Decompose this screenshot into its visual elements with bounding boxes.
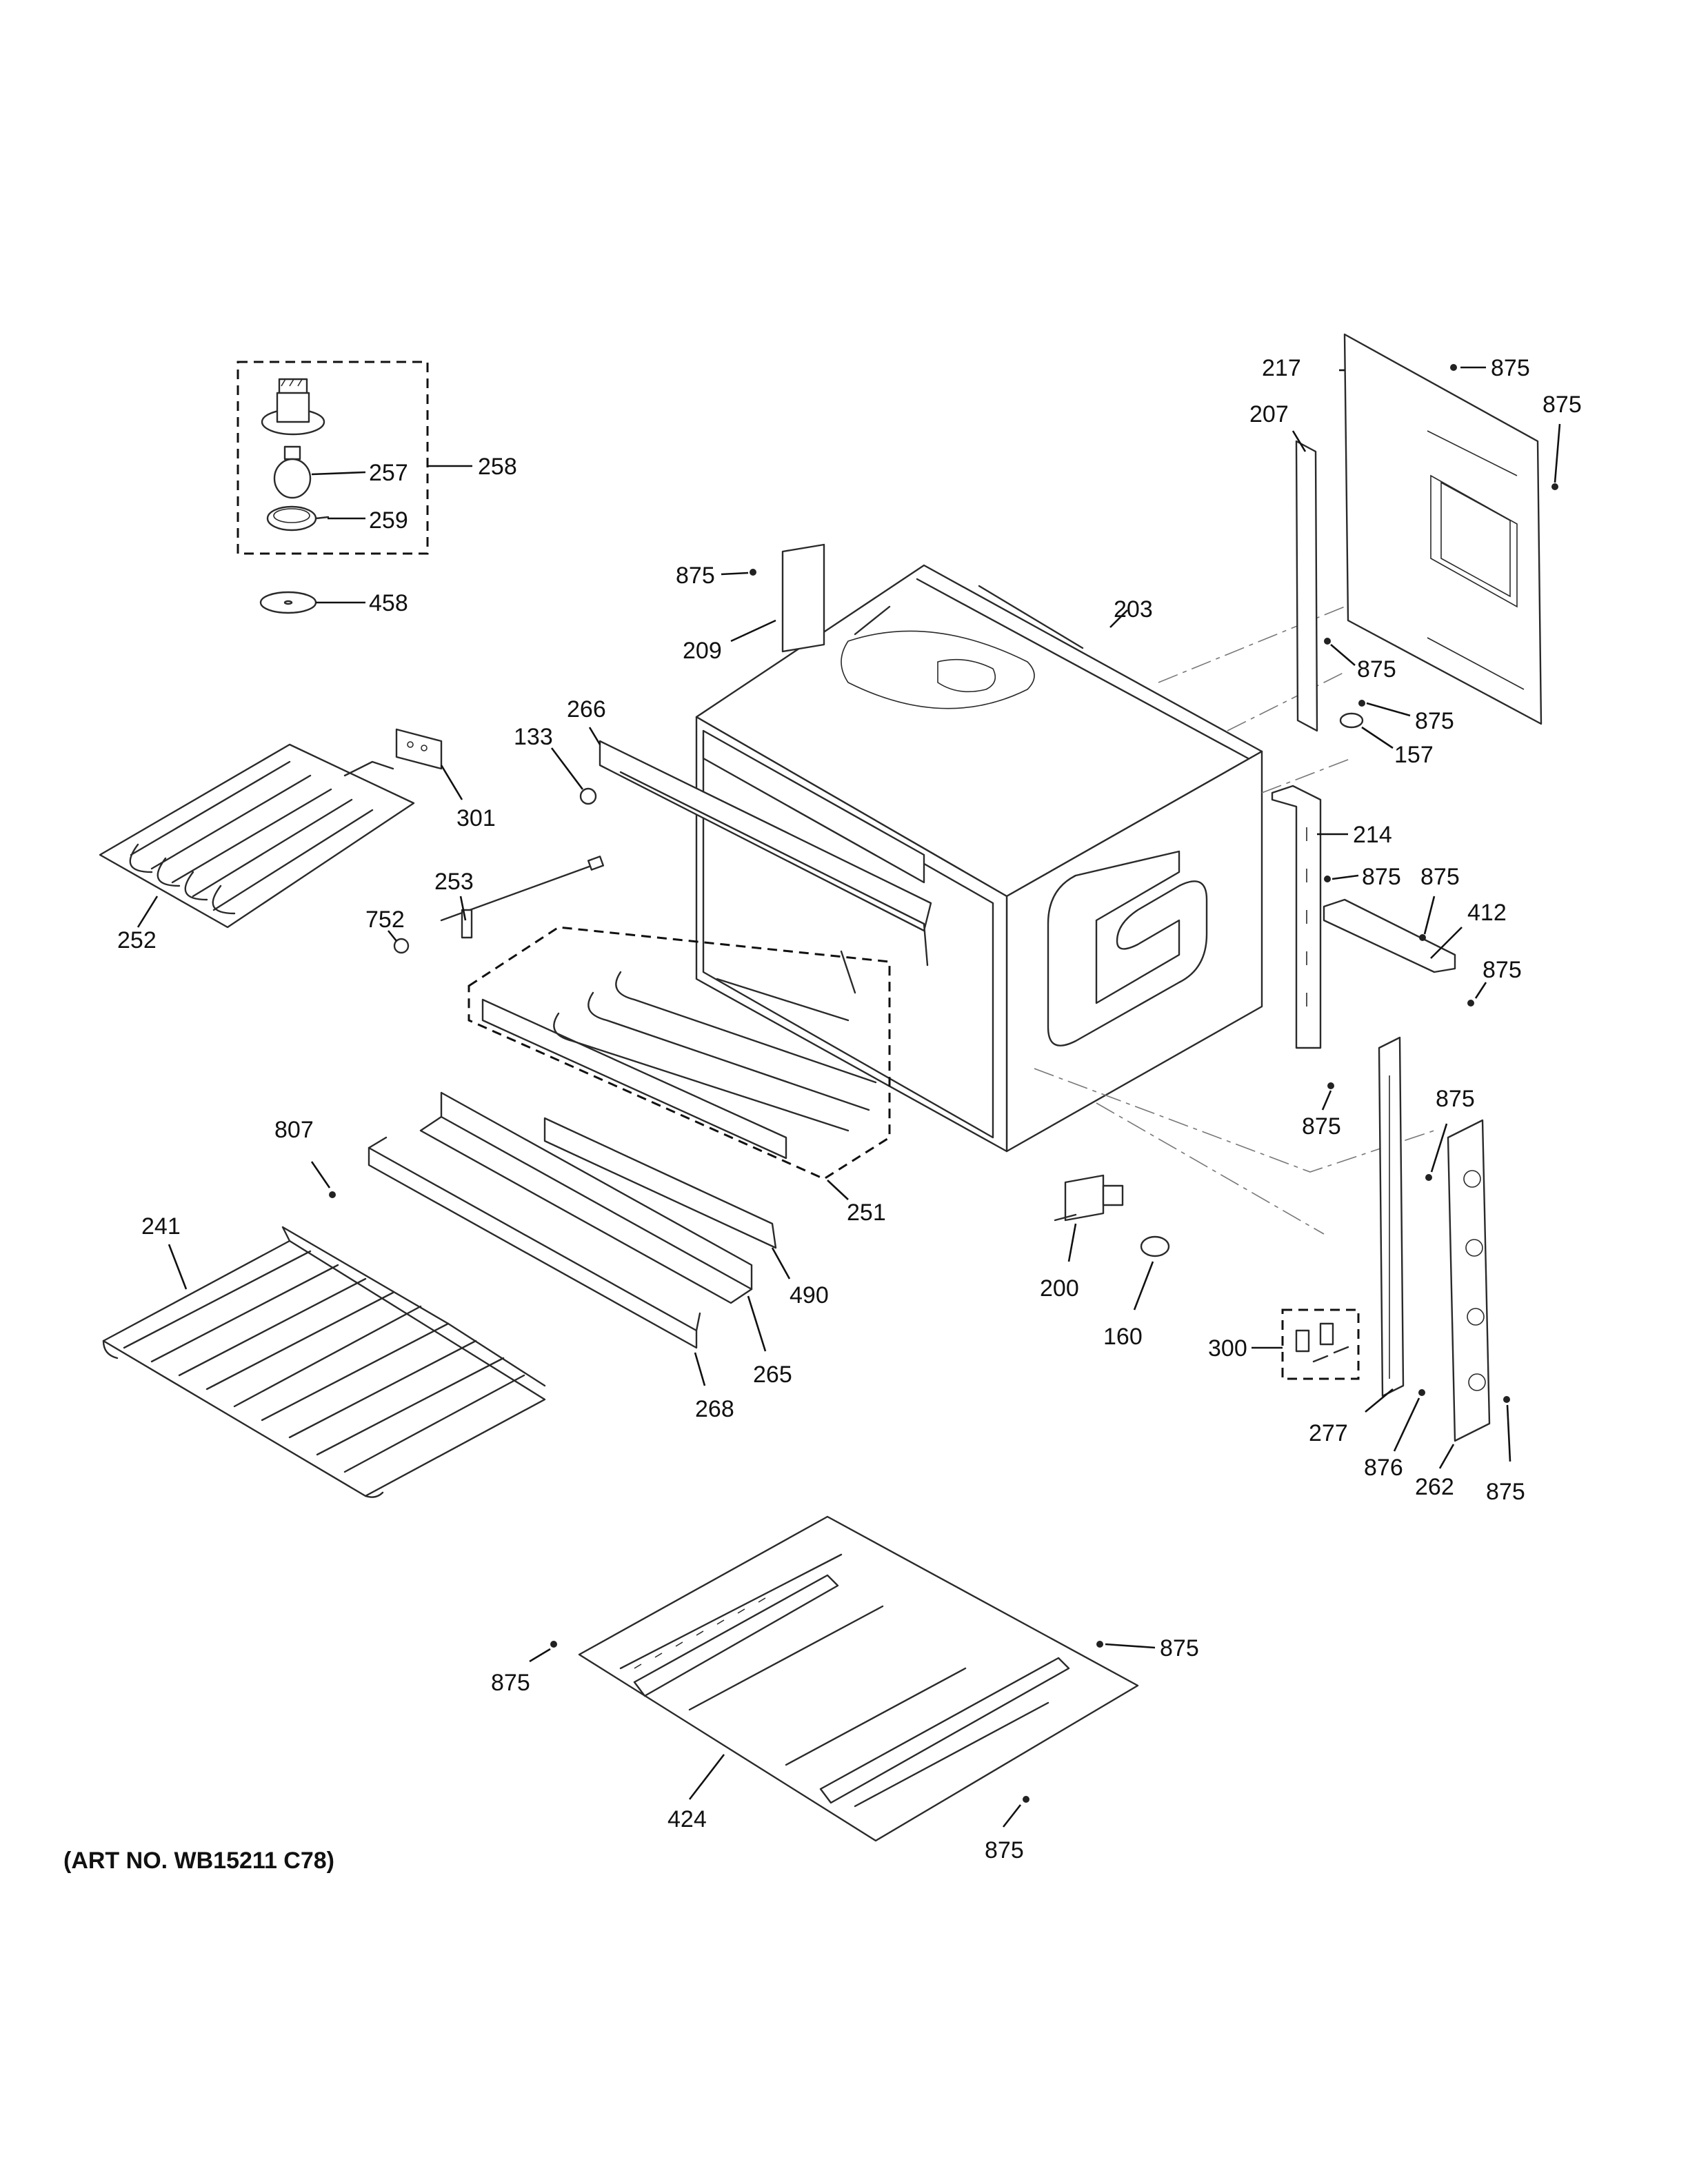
screw-875-k [1023,1796,1029,1803]
side-bracket-214-part [1271,785,1322,1049]
vent-trim-part [599,740,932,967]
callout-875-a: 875 [1357,656,1396,682]
callout-200: 200 [1040,1275,1079,1302]
temperature-sensor-part [440,856,605,939]
lamp-lens-part [266,505,330,532]
angle-bracket-part [1323,898,1456,973]
callout-262: 262 [1415,1474,1454,1500]
callout-412: 412 [1467,900,1507,926]
front-rail-277-part [1378,1036,1405,1397]
side-strip-part [1295,440,1318,732]
callout-265: 265 [753,1362,792,1388]
callout-277: 277 [1309,1420,1348,1446]
oven-rack-part [102,1226,546,1498]
screw-875-i [550,1641,557,1648]
callout-875-k: 875 [985,1837,1024,1863]
art-number-label: (ART NO. WB15211 C78) [63,1848,334,1874]
callout-875-top2: 875 [1543,392,1582,418]
plug-button-part [579,787,597,805]
callout-266: 266 [567,696,606,722]
trim-rail-490-part [543,1117,777,1249]
hardware-kit-box [1281,1308,1360,1380]
callout-251: 251 [847,1200,886,1226]
lamp-bulb-part [273,445,312,499]
callout-258: 258 [478,454,517,480]
callout-876: 876 [1364,1455,1403,1481]
screw-875-j [1096,1641,1103,1648]
element-bracket-part [395,728,443,770]
hardware-kit-part [1295,1322,1349,1363]
lamp-assembly-group-box [237,361,429,555]
callout-133: 133 [514,724,553,750]
callout-209: 209 [683,638,722,664]
lamp-socket-part [261,378,325,436]
side-rail-262-part [1447,1119,1491,1442]
screw-875-top [1450,364,1457,371]
bake-element-group-box [468,926,891,1180]
callout-203: 203 [1114,596,1153,623]
callout-257: 257 [369,460,408,486]
door-switch-part [1054,1174,1124,1222]
screw-875-f [1327,1082,1334,1089]
screw-875-c [1324,876,1331,882]
sensor-screw-part [393,938,410,954]
screw-875-b [1358,700,1365,707]
bottom-tray-part [578,1515,1139,1842]
callout-875-f: 875 [1302,1113,1341,1140]
callout-875-g: 875 [1436,1086,1475,1112]
screw-876 [1418,1389,1425,1396]
broil-element-part [99,743,415,929]
callout-875-i: 875 [491,1670,530,1696]
thermostat-clip-part [1339,712,1364,729]
screw-875-mid [750,569,756,576]
callout-259: 259 [369,507,408,534]
screw-875-h [1503,1396,1510,1403]
callout-241: 241 [141,1213,181,1240]
callout-807: 807 [274,1117,314,1143]
callout-207: 207 [1249,401,1289,427]
screw-875-g [1425,1174,1432,1181]
callout-424: 424 [667,1806,707,1832]
lamp-assembly: 257 258 259 458 [237,361,517,616]
cavity-front-frame [702,729,925,884]
callout-875-h: 875 [1486,1479,1525,1505]
callout-875-d: 875 [1420,864,1460,890]
alignment-lines [1034,606,1435,1235]
callout-214: 214 [1353,822,1392,848]
mounting-bracket-part [781,543,825,653]
callout-752: 752 [365,907,405,933]
callout-300: 300 [1208,1335,1247,1362]
lamp-gasket-part [259,591,317,614]
callout-268: 268 [695,1396,734,1422]
callout-875-j: 875 [1160,1635,1199,1661]
callout-160: 160 [1103,1324,1143,1350]
callout-875-mid1: 875 [676,563,715,589]
screw-875-right [1551,483,1558,490]
callout-157: 157 [1394,742,1434,768]
thermal-cutout-part [1140,1235,1170,1257]
screw-875-d [1419,934,1426,941]
callout-217: 217 [1262,355,1301,381]
callout-875-top1: 875 [1491,355,1530,381]
rear-panel-part [1343,333,1543,725]
callout-458: 458 [369,590,408,616]
callout-875-e: 875 [1483,957,1522,983]
trim-rail-268-part [368,1136,701,1349]
trim-rail-265-part [419,1091,753,1304]
screw-875-e [1467,1000,1474,1007]
bake-element-group [468,926,891,1180]
screw-875-a [1324,638,1331,645]
callout-490: 490 [790,1282,829,1308]
screw-807 [329,1191,336,1198]
callout-253: 253 [434,869,474,895]
callout-875-b: 875 [1415,708,1454,734]
callout-301: 301 [456,805,496,831]
callout-252: 252 [117,927,157,953]
callout-875-c: 875 [1362,864,1401,890]
